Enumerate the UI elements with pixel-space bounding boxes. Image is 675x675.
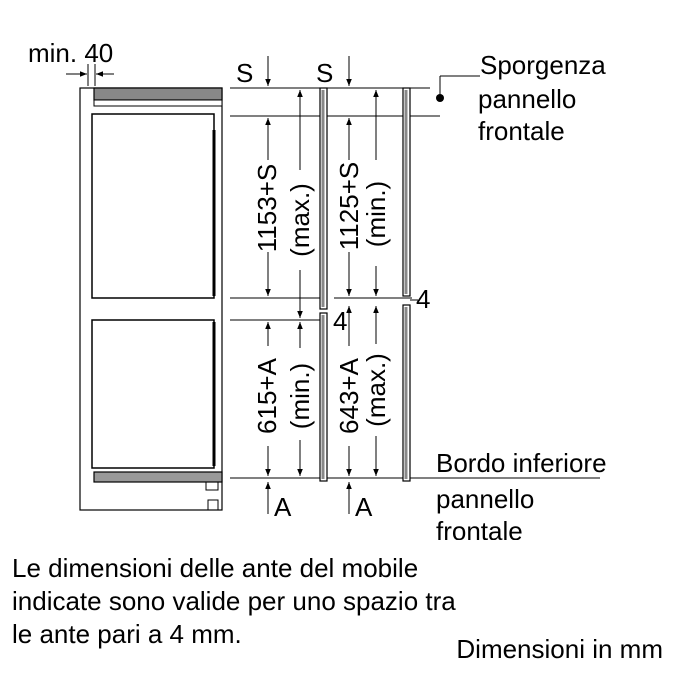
bottom-edge-label-line3: frontale: [436, 516, 523, 540]
dimension-arrows: [265, 90, 379, 476]
upper-door: [91, 113, 215, 299]
note-line: Le dimensioni delle ante del mobile: [12, 553, 419, 583]
lower-max-dimension: 643+A: [334, 357, 364, 434]
lower-door: [91, 319, 215, 469]
upper-max-dimension: 1153+S: [252, 164, 282, 252]
door-gap-note: Le dimensioni delle ante del mobile indi…: [12, 552, 572, 651]
a-label-right: A: [355, 492, 373, 522]
units-label: Dimensioni in mm: [456, 634, 663, 664]
projection-label-line2: pannello: [478, 84, 576, 114]
gap-label-left: 4: [333, 306, 347, 336]
plinth: [93, 471, 223, 483]
installation-dimension-diagram: min. 40 S S: [28, 38, 607, 540]
projection-marker-dot: [436, 94, 444, 102]
note-line: le ante pari a 4 mm.: [12, 619, 242, 649]
lower-max-qualifier: (max.): [361, 353, 391, 427]
top-strip: [93, 99, 223, 107]
projection-label-line1: Sporgenza: [480, 50, 606, 80]
top-cover: [93, 87, 223, 101]
s-label-left: S: [236, 58, 253, 88]
projection-label-line3: frontale: [478, 116, 565, 146]
lower-min-dimension: 615+A: [252, 357, 282, 434]
upper-min-qualifier: (min.): [361, 181, 391, 247]
s-label-right: S: [316, 58, 333, 88]
upper-min-dimension: 1125+S: [334, 162, 364, 250]
note-line: indicate sono valide per uno spazio tra: [12, 586, 456, 616]
appliance-side-view: [79, 87, 223, 511]
gap-label-right: 4: [416, 284, 430, 314]
lower-min-qualifier: (min.): [285, 363, 315, 429]
a-label-left: A: [274, 492, 292, 522]
bottom-edge-label-line2: pannello: [436, 484, 534, 514]
hinge: [207, 499, 219, 511]
upper-max-qualifier: (max.): [285, 183, 315, 257]
min-gap-label: min. 40: [28, 38, 113, 68]
bottom-edge-label-line1: Bordo inferiore: [436, 448, 607, 478]
appliance-body: [79, 87, 223, 511]
foot: [205, 481, 219, 491]
